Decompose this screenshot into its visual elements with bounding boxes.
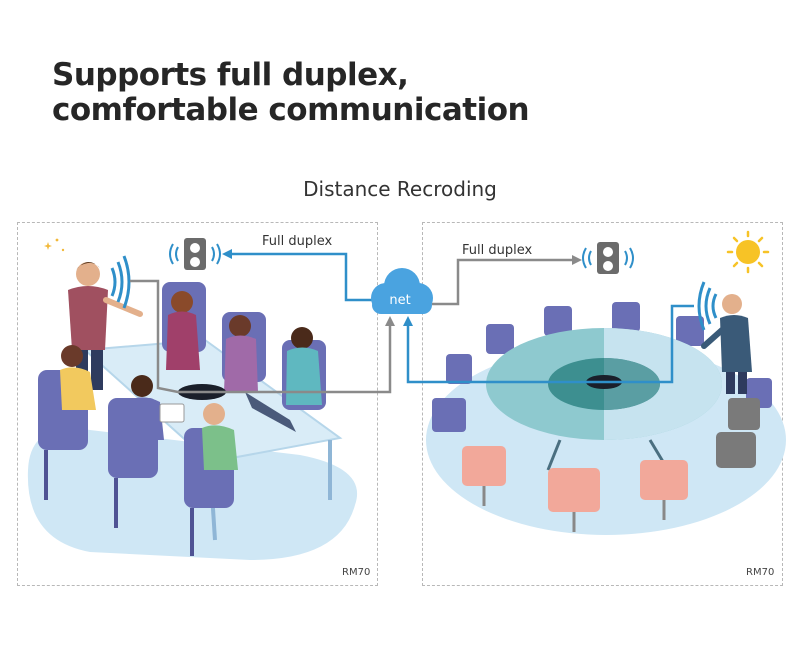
network-links [130, 249, 694, 394]
presenter-head [722, 294, 742, 314]
chair [462, 446, 506, 486]
presenter-sound-waves [110, 255, 131, 309]
right-speaker-waves [582, 247, 634, 269]
presenter-head [76, 262, 100, 286]
person-head [171, 291, 193, 313]
link-left-mic-to-cloud [130, 279, 392, 394]
arrow-head [385, 316, 395, 326]
right-room-illustration [426, 230, 786, 535]
person-head [61, 345, 83, 367]
arrow-head [572, 255, 582, 265]
link-cloud-to-left-speaker [228, 252, 386, 302]
person-head [203, 403, 225, 425]
headline-line-2: comfortable communication [52, 92, 530, 128]
chair [548, 468, 600, 512]
left-speaker-waves [169, 243, 221, 265]
arrow-head [222, 249, 232, 259]
presenter-body [68, 286, 108, 350]
person-body [202, 425, 238, 470]
left-room-panel [17, 222, 378, 586]
chair [612, 302, 640, 332]
link-right-mic-to-cloud [406, 304, 694, 384]
headline-line-1: Supports full duplex, [52, 57, 409, 93]
person-body [224, 335, 258, 392]
chair [432, 398, 466, 432]
person-body [166, 311, 200, 370]
chair [728, 398, 760, 430]
subtitle: Distance Recroding [303, 177, 497, 201]
chair [676, 316, 704, 346]
right-room-panel [422, 222, 783, 586]
left-speaker [184, 238, 206, 270]
right-speaker [597, 242, 619, 274]
person-body [286, 347, 322, 405]
left-model-label: RM70 [342, 567, 371, 578]
person-head [229, 315, 251, 337]
chair [486, 324, 514, 354]
person-body [60, 367, 96, 410]
right-model-label: RM70 [746, 567, 775, 578]
chair [716, 432, 756, 468]
cloud-label: net [389, 293, 410, 308]
chair [544, 306, 572, 336]
headline: Supports full duplex, comfortable commun… [52, 57, 530, 128]
left-link-label: Full duplex [262, 234, 332, 249]
chair [640, 460, 688, 500]
link-cloud-to-right-speaker [432, 258, 576, 306]
cloud-icon [371, 268, 433, 314]
laptop [245, 392, 296, 432]
sun-icon [726, 230, 770, 274]
person-head [131, 375, 153, 397]
chair [446, 354, 472, 384]
right-link-label: Full duplex [462, 243, 532, 258]
person-body [130, 397, 164, 440]
moon-icon [40, 236, 65, 269]
arrow-head [403, 316, 413, 326]
person-head [291, 327, 313, 349]
presenter-body [720, 315, 752, 372]
presenter-sound-waves [697, 281, 718, 331]
left-room-illustration [27, 236, 358, 560]
